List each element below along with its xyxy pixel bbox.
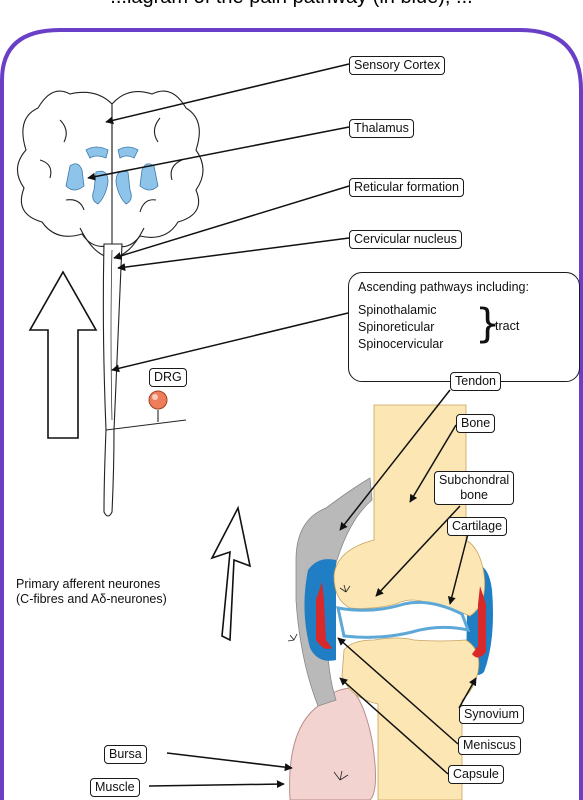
tract-spinocervicular: Spinocervicular [358, 337, 443, 352]
label-cervicular-nucleus: Cervicular nucleus [349, 230, 462, 249]
label-thalamus: Thalamus [349, 119, 414, 138]
label-bursa: Bursa [104, 745, 147, 764]
drg-ganglion [149, 391, 167, 422]
label-cartilage: Cartilage [447, 517, 507, 536]
ascending-arrow-diagonal [212, 508, 250, 640]
ascending-pathways-box: Ascending pathways including: Spinothala… [348, 272, 580, 382]
tract-spinothalamic: Spinothalamic [358, 303, 437, 318]
brain [17, 91, 203, 258]
primary-afferent-line1: Primary afferent neurones [16, 577, 167, 592]
label-tendon: Tendon [450, 372, 501, 391]
label-subchondral-bone: Subchondral bone [434, 471, 514, 505]
muscle-shape [290, 688, 376, 800]
label-meniscus: Meniscus [458, 736, 521, 755]
tract-suffix: tract [495, 319, 519, 334]
primary-afferent-text: Primary afferent neurones (C-fibres and … [16, 577, 167, 607]
label-reticular-formation: Reticular formation [349, 178, 464, 197]
label-bone: Bone [456, 414, 495, 433]
subchondral-line1: Subchondral [439, 473, 509, 488]
label-synovium: Synovium [459, 705, 524, 724]
label-sensory-cortex: Sensory Cortex [349, 56, 445, 75]
ascending-arrow-left [30, 272, 96, 438]
label-capsule: Capsule [448, 765, 504, 784]
subchondral-line2: bone [439, 488, 509, 503]
label-drg: DRG [149, 368, 187, 387]
ascending-pathways-title: Ascending pathways including: [358, 280, 529, 295]
label-muscle: Muscle [90, 778, 140, 797]
primary-afferent-line2: (C-fibres and Aδ-neurones) [16, 592, 167, 607]
tract-spinoreticular: Spinoreticular [358, 320, 434, 335]
